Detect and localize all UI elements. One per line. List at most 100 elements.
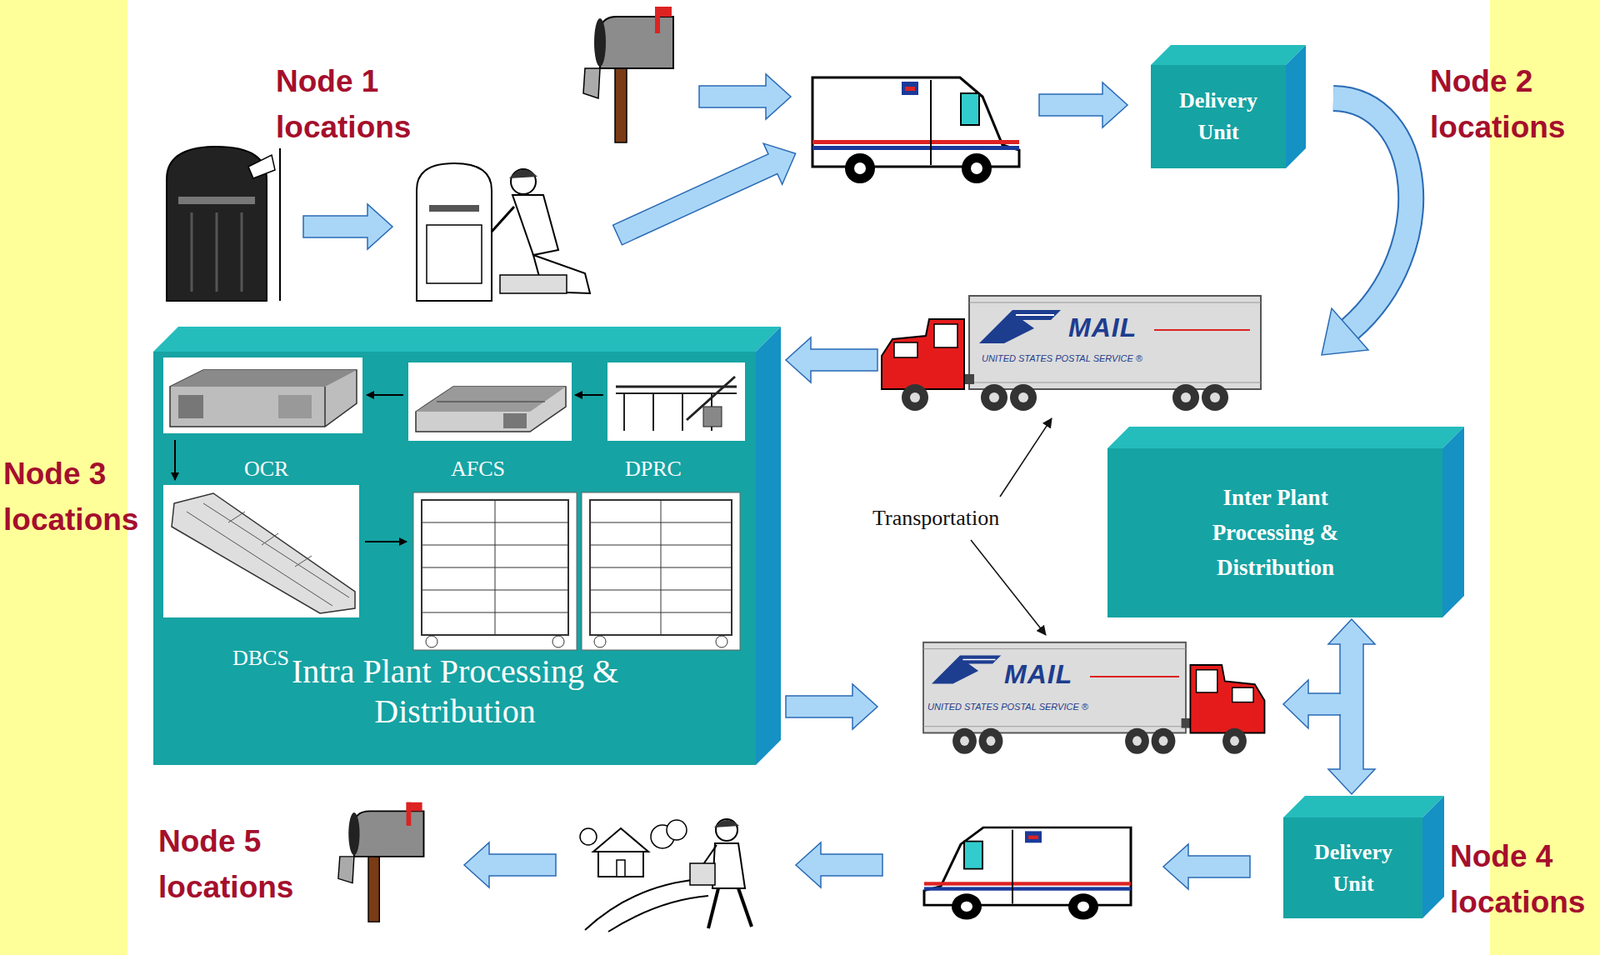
box-front xyxy=(153,351,756,765)
usps-logo xyxy=(931,655,1001,684)
curved-arrow xyxy=(1321,98,1411,355)
trailer-stripe xyxy=(1154,329,1250,331)
carrier-collecting xyxy=(512,195,559,255)
flow-arrow xyxy=(303,204,393,250)
node-location-label: Node 3 locations xyxy=(3,450,145,543)
curved-arrow xyxy=(1333,98,1411,330)
machine-illustrations xyxy=(581,492,740,650)
flow-arrow xyxy=(464,842,556,888)
flow-arrow xyxy=(785,684,878,730)
box-text-group: Delivery Unit xyxy=(1307,836,1400,900)
carrier-delivering xyxy=(708,888,719,929)
machine-illustrations xyxy=(495,500,496,635)
machine-illustrations xyxy=(415,386,566,432)
box-top xyxy=(153,326,781,352)
collection-box xyxy=(215,212,219,292)
machine-illustrations xyxy=(278,395,312,419)
carrier-delivering xyxy=(585,879,700,930)
trailer-text: UNITED STATES POSTAL SERVICE ® xyxy=(981,353,1143,365)
callout-label: Transportation xyxy=(872,505,1000,531)
carrier-delivering xyxy=(580,828,597,845)
leader-line xyxy=(1000,418,1052,497)
carrier-delivering xyxy=(738,888,752,927)
machine-illustrations xyxy=(170,370,357,427)
machine-illustrations xyxy=(163,357,363,434)
collection-box xyxy=(190,212,194,292)
carrier-delivering xyxy=(714,820,740,828)
mail-truck xyxy=(923,642,1265,755)
machine-illustrations xyxy=(170,370,357,387)
box-text-group: Delivery Unit xyxy=(1172,85,1265,148)
machine-illustrations xyxy=(607,362,745,441)
machine-illustrations xyxy=(413,492,577,650)
box-top xyxy=(1283,795,1445,818)
machine-illustrations xyxy=(228,511,245,523)
rural-mailbox xyxy=(338,802,425,922)
flow-arrow xyxy=(608,133,805,256)
curved-arrow xyxy=(1321,308,1369,355)
carrier-delivering xyxy=(616,860,625,877)
branch-arrow xyxy=(1337,694,1344,715)
machine-label: AFCS xyxy=(450,455,505,482)
box-front xyxy=(1107,448,1443,618)
delivery-van xyxy=(924,827,1131,920)
flow-arrow xyxy=(1039,82,1128,128)
machine-label: DBCS xyxy=(232,645,290,671)
machine-illustrations xyxy=(552,635,565,648)
machine-illustrations xyxy=(594,635,606,648)
machine-illustrations xyxy=(575,394,604,396)
collection-box xyxy=(279,148,281,301)
machine-illustrations xyxy=(178,395,204,419)
box-text-group: Inter Plant Processing & Distribution xyxy=(1206,480,1345,586)
machine-label: OCR xyxy=(244,455,289,482)
delivery-unit-box: Delivery Unit xyxy=(1150,45,1306,169)
leader-line xyxy=(970,540,1046,635)
machine-illustrations xyxy=(365,540,407,543)
machine-illustrations xyxy=(163,485,360,618)
box-top xyxy=(1150,45,1306,65)
carrier-delivering xyxy=(666,820,687,840)
delivery-unit-box: Delivery Unit xyxy=(1283,795,1445,919)
box-label: Inter Plant Processing & Distribution xyxy=(1206,480,1345,586)
machine-illustrations xyxy=(421,500,569,635)
machine-illustrations xyxy=(425,635,438,648)
carrier-delivering xyxy=(712,843,745,889)
box-front xyxy=(1150,65,1286,169)
machine-illustrations xyxy=(366,394,404,396)
carrier-collecting xyxy=(416,163,492,301)
branch-arrow xyxy=(1283,680,1340,729)
mail-truck xyxy=(881,295,1261,411)
carrier-delivering xyxy=(608,895,709,932)
machine-illustrations xyxy=(623,393,625,431)
flow-arrow xyxy=(608,133,805,256)
carrier-delivering xyxy=(598,851,644,877)
box-side xyxy=(755,326,781,765)
trailer-text: MAIL xyxy=(1068,313,1137,343)
machine-illustrations xyxy=(503,413,527,429)
machine-illustrations xyxy=(295,555,312,567)
carrier-collecting xyxy=(509,169,538,179)
box-front xyxy=(1283,817,1423,919)
delivery-van xyxy=(812,77,1020,184)
box-side xyxy=(1422,795,1445,919)
node-location-label: Node 5 locations xyxy=(158,818,300,910)
carrier-collecting xyxy=(416,163,590,301)
machine-illustrations xyxy=(203,503,350,598)
machine-illustrations xyxy=(186,511,333,606)
node-location-label: Node 4 locations xyxy=(1450,833,1592,925)
rural-mailbox xyxy=(583,6,674,143)
flow-arrow xyxy=(699,74,791,120)
collection-box xyxy=(248,155,275,179)
collection-box xyxy=(166,146,280,301)
machine-label: DPRC xyxy=(625,455,682,482)
box-label: Delivery Unit xyxy=(1307,836,1400,900)
collection-box xyxy=(240,212,244,292)
trailer-stripe xyxy=(1090,675,1180,678)
box-text-group: Intra Plant Processing & Distribution xyxy=(275,651,635,732)
carrier-collecting xyxy=(491,206,515,232)
machine-illustrations xyxy=(652,393,655,431)
box-side xyxy=(1442,426,1465,618)
machine-illustrations xyxy=(660,500,662,635)
carrier-delivering xyxy=(580,819,752,932)
